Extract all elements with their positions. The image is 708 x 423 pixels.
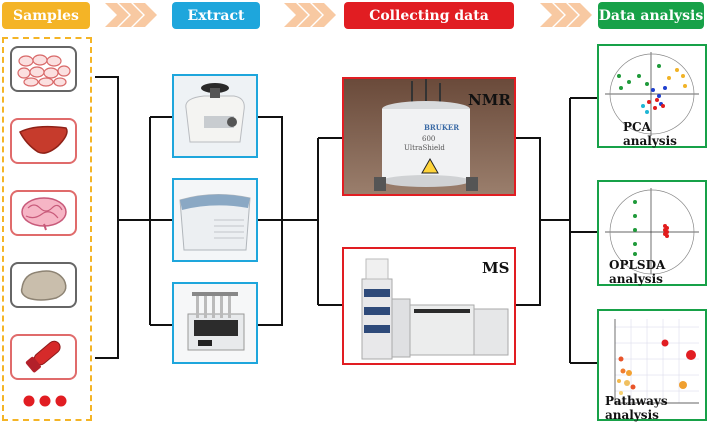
ms-panel: MS: [342, 247, 516, 365]
oplsda-score-plot: [605, 188, 699, 275]
pathways-bubble-plot: [614, 319, 699, 404]
collecting-data-header: Collecting data: [344, 2, 514, 29]
oplsda-panel: OPLSDA analysis: [597, 180, 707, 286]
oplsda-title: OPLSDA analysis: [609, 258, 666, 286]
cells-sample-icon: [10, 46, 77, 92]
mass-spectrometer-image: [344, 249, 514, 363]
pca-title: PCA analysis: [623, 120, 677, 148]
data-analysis-header: Data analysis: [598, 2, 704, 29]
chevron-arrow-icon: [105, 3, 157, 27]
pca-panel: PCA analysis: [597, 44, 707, 148]
vortex-mixer-panel: [172, 74, 258, 158]
more-samples-icon: [23, 395, 67, 407]
extract-header: Extract: [172, 2, 260, 29]
chevron-arrow-icon: [540, 3, 592, 27]
blood-tube-sample-icon: [10, 334, 77, 380]
nmr-panel: BRUKER 600 UltraShield NMR: [342, 77, 516, 196]
chevron-arrow-icon: [284, 3, 336, 27]
tissue-sample-icon: [10, 262, 77, 308]
nmr-magnet-name: UltraShield: [404, 144, 445, 152]
nmr-magnet-brand: BRUKER: [424, 123, 460, 132]
liver-sample-icon: [10, 118, 77, 164]
nitrogen-evaporator-image: [174, 284, 256, 362]
centrifuge-panel: [172, 178, 258, 262]
pathways-title: Pathways analysis: [605, 394, 668, 422]
nmr-magnet-model: 600: [422, 135, 436, 143]
nmr-label: NMR: [468, 91, 511, 109]
samples-header: Samples: [2, 2, 90, 29]
nitrogen-evaporator-panel: [172, 282, 258, 364]
brain-sample-icon: [10, 190, 77, 236]
centrifuge-image: [174, 180, 256, 260]
pathways-panel: Pathways analysis: [597, 309, 707, 422]
pca-score-plot: [605, 52, 699, 136]
vortex-mixer-image: [174, 76, 256, 156]
ms-label: MS: [482, 259, 510, 277]
nmr-spectrometer-image: [344, 79, 514, 194]
